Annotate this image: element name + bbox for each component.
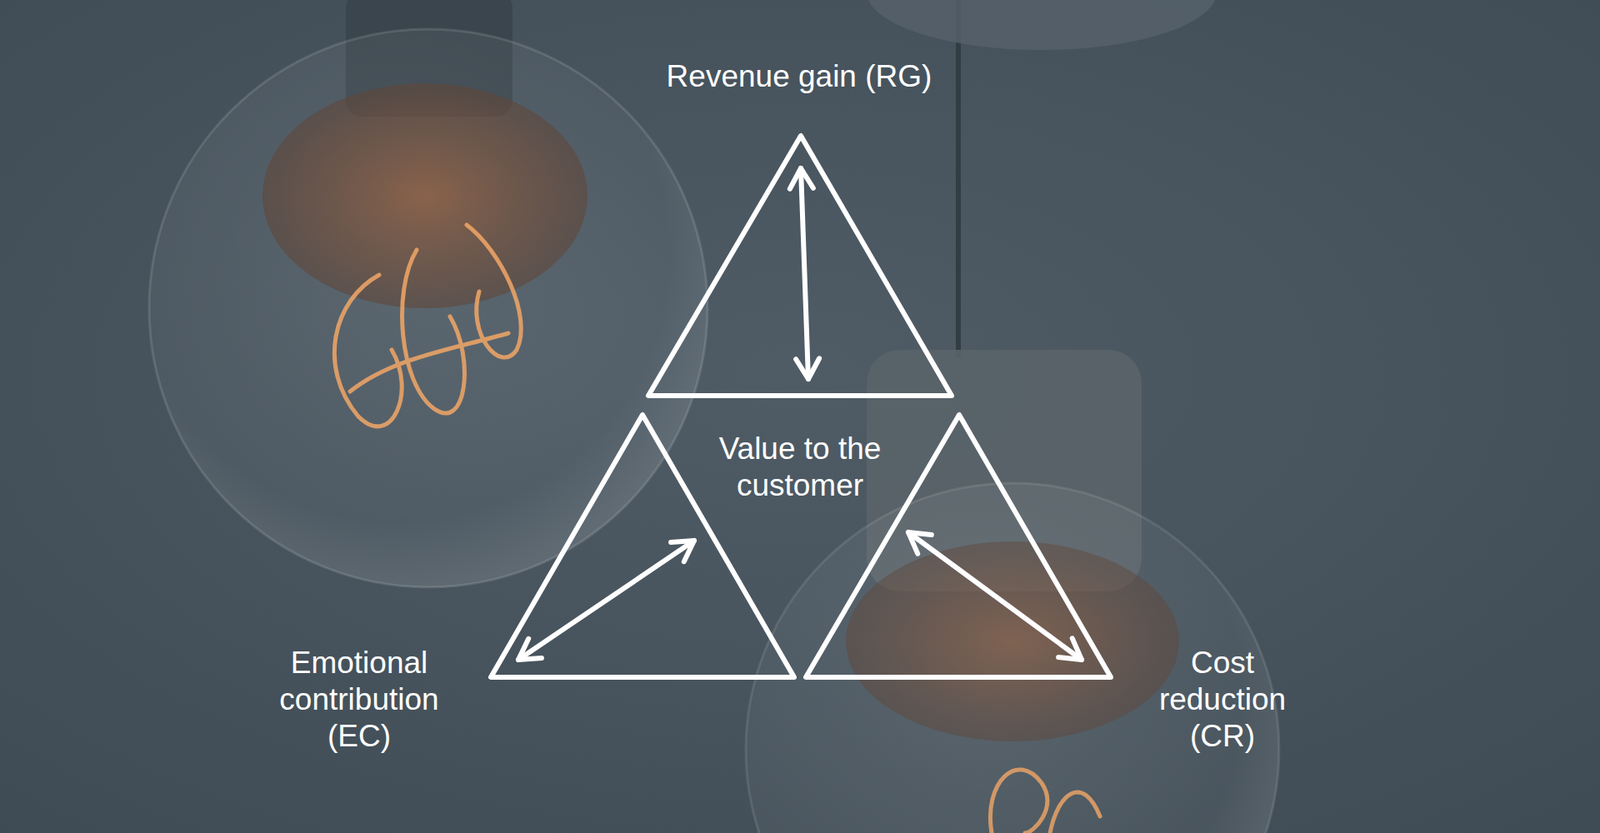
arrow-head bbox=[908, 532, 932, 555]
triangle-label: Cost reduction (CR) bbox=[1129, 645, 1317, 755]
triangle-outline bbox=[648, 135, 952, 396]
arrow-shaft bbox=[908, 532, 1082, 660]
value-triangle: Revenue gain (RG) bbox=[600, 45, 1000, 413]
double-arrow bbox=[908, 532, 1082, 660]
arrow-shaft bbox=[518, 540, 695, 660]
arrow-head bbox=[518, 639, 542, 660]
bulb-filament bbox=[990, 770, 1100, 833]
triangle-shape bbox=[600, 45, 1000, 413]
arrow-head bbox=[790, 168, 814, 190]
double-arrow bbox=[790, 168, 820, 380]
double-arrow bbox=[518, 540, 695, 660]
arrow-head bbox=[795, 358, 820, 380]
center-label: Value to the customer bbox=[690, 430, 910, 505]
cord bbox=[955, 0, 961, 359]
arrow-head bbox=[1058, 638, 1082, 660]
light-bulb-photo bbox=[149, 29, 708, 588]
arrow-head bbox=[670, 540, 695, 562]
arrow-shaft bbox=[800, 168, 809, 380]
triangle-label: Emotional contribution (EC) bbox=[246, 645, 472, 755]
light-bulb-photo bbox=[866, 0, 1217, 50]
bulb-filament bbox=[334, 225, 521, 427]
bulb-reflection bbox=[845, 541, 1180, 742]
triangle-label: Revenue gain (RG) bbox=[615, 58, 983, 95]
bulb-reflection bbox=[262, 83, 588, 309]
